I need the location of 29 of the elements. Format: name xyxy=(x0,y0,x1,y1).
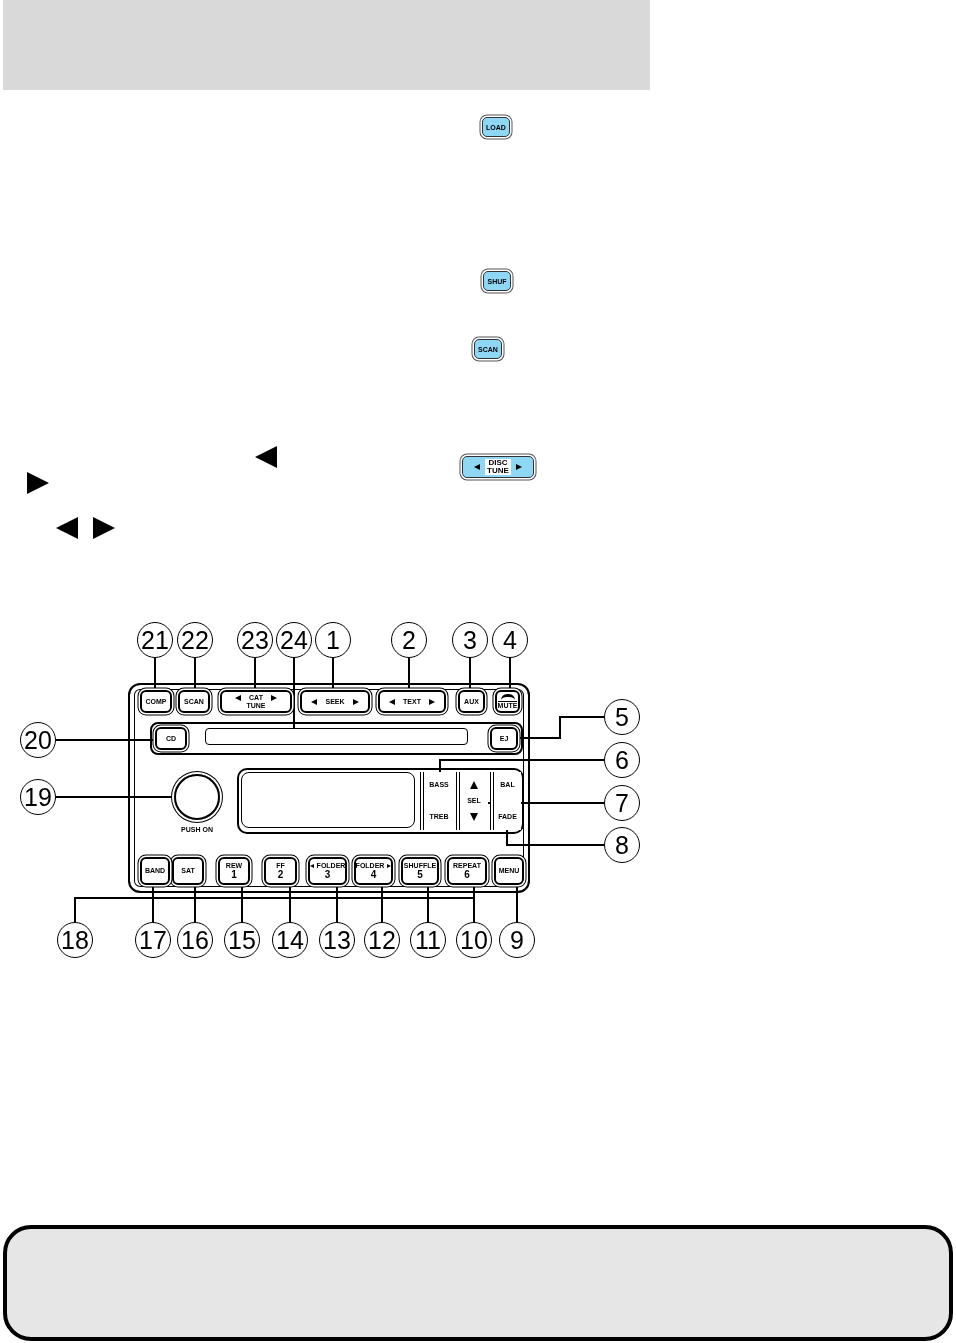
leader-line xyxy=(439,759,605,773)
callout-number: 2 xyxy=(391,622,427,658)
callout-number: 22 xyxy=(177,622,213,658)
callout-number: 19 xyxy=(20,779,56,815)
callout-number: 11 xyxy=(410,922,446,958)
callout-number: 17 xyxy=(135,922,171,958)
callout-number: 12 xyxy=(364,922,400,958)
button-icon: DISC TUNE xyxy=(462,456,534,478)
callout-number: 8 xyxy=(604,827,640,863)
callout-number: 3 xyxy=(452,622,488,658)
callout-number: 5 xyxy=(604,699,640,735)
power-volume-knob xyxy=(174,774,220,820)
callout-number: 20 xyxy=(20,722,56,758)
callout-number: 23 xyxy=(237,622,273,658)
callout-number: 7 xyxy=(604,785,640,821)
callout-number: 21 xyxy=(137,622,173,658)
callout-number: 10 xyxy=(456,922,492,958)
callout-number: 4 xyxy=(492,622,528,658)
callout-number: 13 xyxy=(319,922,355,958)
callout-number: 15 xyxy=(224,922,260,958)
callout-number: 9 xyxy=(499,922,535,958)
callout-number: 18 xyxy=(57,922,93,958)
callout-number: 24 xyxy=(276,622,312,658)
callout-number: 16 xyxy=(177,922,213,958)
leader-line xyxy=(506,829,605,846)
callout-number: 1 xyxy=(315,622,351,658)
callout-number: 6 xyxy=(604,742,640,778)
callout-number: 14 xyxy=(272,922,308,958)
cd-slot xyxy=(205,728,468,745)
